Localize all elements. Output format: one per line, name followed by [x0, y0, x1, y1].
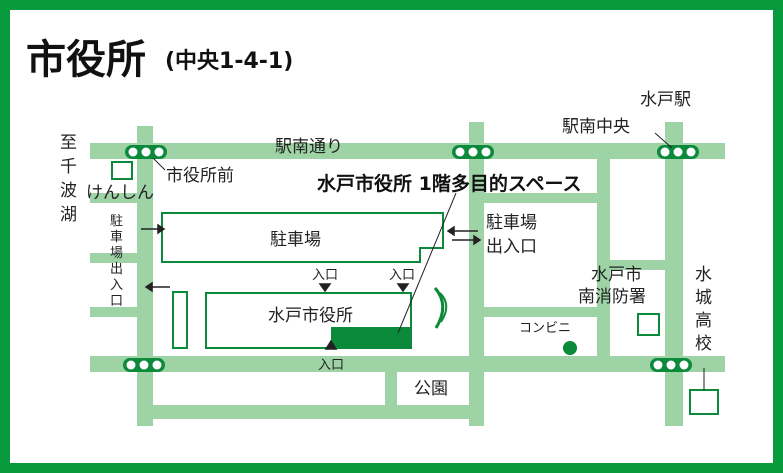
road-upper-left-stub: [90, 193, 137, 203]
arrow-parking-right-out-icon: [452, 234, 482, 246]
road-label-ekinan-dori: 駅南通り: [275, 137, 343, 157]
svg-text:校: 校: [695, 334, 712, 354]
svg-text:湖: 湖: [60, 205, 77, 225]
convenience-store-icon: [563, 341, 577, 355]
plaza-arc-inner: [439, 292, 448, 323]
road-bottom: [137, 405, 484, 419]
svg-text:南消防署: 南消防署: [578, 287, 646, 307]
direction-label-senba-lake: 至 千 波 湖: [60, 133, 77, 225]
page-title: 市役所: [26, 37, 146, 83]
intersection-label-shiyakusho-mae: 市役所前: [166, 166, 234, 186]
plaza-arc: [433, 287, 445, 329]
station-label-mito: 水戸駅: [640, 90, 691, 110]
road-park-east: [469, 372, 484, 405]
svg-text:場: 場: [110, 246, 123, 261]
callout-multipurpose-space: 水戸市役所 1階多目的スペース: [317, 172, 582, 195]
ekinan-chuo-leader-line: [654, 132, 673, 149]
intersection-label-ekinan-chuo: 駅南中央: [562, 117, 630, 137]
callout-leader-line: [397, 192, 457, 334]
parking-entrance-right-label: 駐車場 出入口: [486, 213, 537, 257]
signal-shiyakusho-mae-icon: [125, 145, 167, 159]
road-park-west: [385, 372, 397, 405]
shiyakusho-mae-leader-line: [152, 157, 166, 171]
traffic-signals: [123, 145, 699, 372]
arrows: [141, 223, 482, 350]
signal-south-east-icon: [650, 358, 692, 372]
svg-text:波: 波: [60, 181, 77, 201]
road-west-vertical: [137, 126, 153, 426]
place-label-kenshin: けんしん: [86, 183, 154, 203]
parking-entrance-left-label: 駐 車 場 出 入 口: [110, 214, 123, 309]
road-right-lower-stub: [484, 307, 597, 317]
road-right-side-stub: [610, 260, 665, 270]
svg-text:高: 高: [695, 311, 712, 331]
entrance-label-west: 入口: [312, 268, 338, 283]
signal-center-north-icon: [452, 145, 494, 159]
building-label-city-hall: 水戸市役所: [268, 306, 353, 326]
arrow-parking-right-in-icon: [446, 225, 478, 237]
entrance-label-east: 入口: [389, 268, 415, 283]
signal-ekinan-chuo-icon: [657, 145, 699, 159]
signal-south-west-icon: [123, 358, 165, 372]
road-mid-right-vertical: [597, 159, 610, 356]
svg-text:出: 出: [110, 262, 123, 277]
place-label-fire-station: 水戸市 南消防署: [578, 265, 646, 307]
svg-text:水: 水: [695, 265, 712, 285]
place-label-high-school: 水 城 高 校: [695, 265, 712, 354]
svg-text:千: 千: [60, 157, 77, 177]
road-left-mid-stub: [90, 253, 137, 263]
road-south-main: [90, 356, 725, 372]
arrow-parking-left-out-icon: [144, 281, 170, 293]
multipurpose-space-highlight: [331, 327, 411, 348]
entrance-marker-south-icon: [324, 339, 338, 350]
road-left-lower-stub: [90, 307, 137, 317]
high-school-building: [689, 389, 719, 415]
road-right-upper-stub: [484, 193, 597, 203]
fire-station-building: [637, 313, 660, 336]
entrance-marker-east-icon: [396, 283, 410, 293]
svg-text:駐車場: 駐車場: [486, 213, 537, 233]
roads: [90, 122, 725, 426]
svg-text:出入口: 出入口: [486, 237, 537, 257]
road-center-vertical: [469, 122, 484, 426]
road-east-vertical: [665, 122, 683, 426]
place-label-park: 公園: [414, 379, 448, 399]
entrance-marker-west-icon: [318, 283, 332, 293]
side-building: [172, 291, 188, 349]
place-label-convenience: コンビニ: [519, 321, 571, 336]
svg-text:入: 入: [110, 278, 123, 293]
arrow-parking-left-in-icon: [141, 223, 166, 235]
road-ekinan-dori: [90, 143, 725, 159]
page-title-address: (中央1-4-1): [165, 48, 293, 74]
kenshin-building: [111, 161, 133, 180]
svg-text:口: 口: [110, 294, 123, 309]
svg-text:駐: 駐: [110, 214, 123, 229]
svg-text:至: 至: [60, 133, 77, 153]
svg-text:車: 車: [110, 230, 123, 245]
parking-lot-building: [161, 212, 444, 263]
entrance-label-south: 入口: [318, 358, 344, 373]
svg-text:城: 城: [695, 288, 712, 308]
building-label-parking: 駐車場: [270, 230, 321, 250]
svg-text:水戸市: 水戸市: [591, 265, 642, 285]
